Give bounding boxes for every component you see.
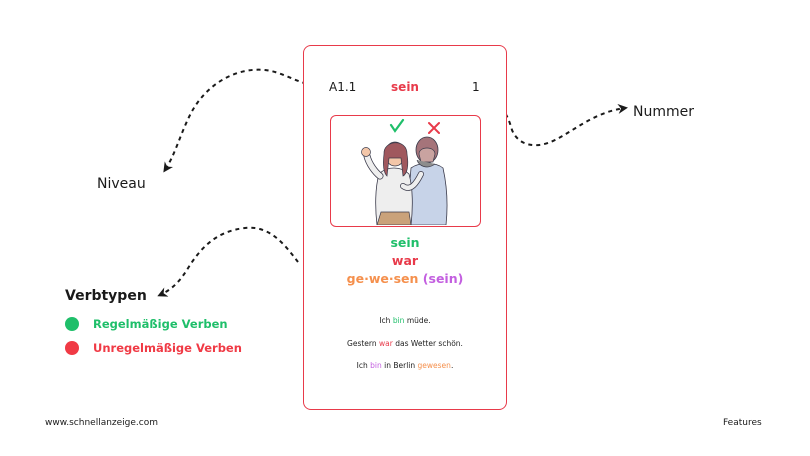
card-number: 1 xyxy=(472,80,480,94)
cross-icon xyxy=(428,122,440,134)
form-past: war xyxy=(391,253,419,268)
verbtypen-label: Verbtypen xyxy=(65,288,147,304)
niveau-label: Niveau xyxy=(97,176,146,192)
green-dot-icon xyxy=(65,317,79,331)
footer-section: Features xyxy=(723,418,762,428)
arrow-to-nummer xyxy=(489,95,628,147)
card-verb-title: sein xyxy=(391,80,419,94)
verb-illustration xyxy=(330,115,481,227)
legend-item-irregular: Unregelmäßige Verben xyxy=(65,340,242,356)
red-dot-icon xyxy=(65,341,79,355)
example-sentence: Ich bin in Berlin gewesen. xyxy=(356,361,454,370)
form-participle-line: ge·we·sen (sein) xyxy=(305,271,505,286)
verb-card xyxy=(303,45,507,410)
check-icon xyxy=(389,118,405,133)
form-infinitive: sein xyxy=(390,235,420,250)
form-auxiliary: (sein) xyxy=(422,271,464,286)
arrow-to-niveau xyxy=(163,68,323,173)
card-level: A1.1 xyxy=(329,80,357,94)
legend-item-regular: Regelmäßige Verben xyxy=(65,316,228,332)
arrow-to-verbtypen xyxy=(157,226,299,297)
nummer-label: Nummer xyxy=(633,104,694,120)
example-sentence: Ich bin müde. xyxy=(379,316,431,325)
footer-website: www.schnellanzeige.com xyxy=(45,418,159,428)
person-waving-icon xyxy=(361,141,424,226)
example-sentence: Gestern war das Wetter schön. xyxy=(347,339,463,348)
form-participle: ge·we·sen xyxy=(346,271,419,286)
